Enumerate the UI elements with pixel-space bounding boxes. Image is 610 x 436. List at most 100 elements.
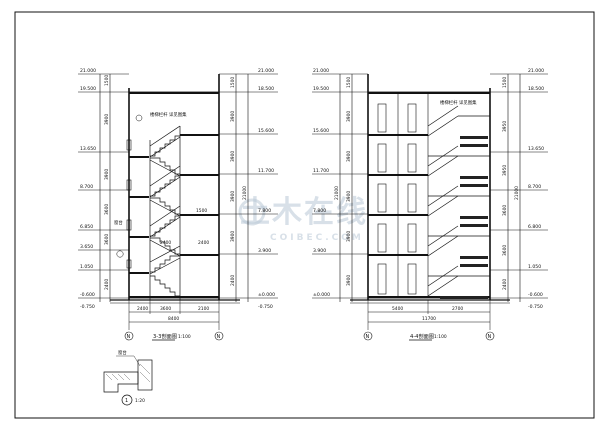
level-mark: 8.700	[528, 184, 541, 190]
level-mark: 3.650	[80, 244, 93, 250]
section-3-3: 21.000 19.500 13.650 8.700 6.850 3.650 1…	[78, 68, 278, 341]
section-a-stairs	[149, 125, 181, 300]
height-dim: 3900	[230, 191, 236, 202]
section-a-right-levels: 21.000 18.500 15.600 11.700 7.800 3.900 …	[258, 68, 275, 310]
section-b-right-heights: 1500 3950 3950 3600 3600 2400 21000	[502, 77, 520, 290]
section-b-stair-blocks	[440, 136, 488, 299]
section-a-building-outline	[128, 91, 220, 299]
height-dim: 3600	[502, 245, 508, 256]
detail-1: 窗台 1 1:20	[103, 349, 153, 406]
section-b-title: 4-4剖面图	[410, 332, 434, 340]
level-mark: 15.600	[313, 128, 329, 134]
section-a-left-heights: 3900 3900 3600 3600 2400 1500	[104, 75, 110, 290]
level-mark: 1.050	[80, 264, 93, 270]
section-b-scale: 1:100	[434, 334, 447, 340]
height-dim: 3900	[346, 231, 352, 242]
height-dim: 1500	[346, 77, 352, 88]
height-dim: 1500	[104, 75, 110, 86]
height-dim: 3950	[502, 121, 508, 132]
height-dim: 3900	[230, 231, 236, 242]
level-mark: 21.000	[80, 68, 96, 74]
total-width-dim: 8400	[168, 316, 179, 322]
height-dim: 3900	[104, 114, 110, 125]
axis-label: N	[488, 334, 492, 340]
section-a-right-heights: 1500 3900 3900 3900 3900 2400 21000	[230, 77, 248, 286]
height-dim: 3950	[502, 165, 508, 176]
height-dim: 3600	[502, 205, 508, 216]
height-dim: 3900	[230, 111, 236, 122]
height-dim: 3900	[346, 191, 352, 202]
bottom-dim: 2400	[137, 306, 148, 312]
axis-label: N	[217, 334, 221, 340]
level-mark: 21.000	[528, 68, 544, 74]
level-mark: 18.500	[258, 86, 274, 92]
section-4-4: 21.000 19.500 15.600 11.700 7.800 3.900 …	[312, 68, 548, 341]
level-mark: 8.700	[80, 184, 93, 190]
level-mark: 18.500	[528, 86, 544, 92]
height-dim: 3600	[104, 234, 110, 245]
height-dim: 3900	[230, 151, 236, 162]
total-width-dim: 11700	[422, 316, 436, 322]
level-mark: 19.500	[313, 86, 329, 92]
bottom-dim: 5400	[392, 306, 403, 312]
stair-rail-note: 楼梯栏杆 详见图集	[150, 111, 187, 118]
total-height-dim: 21000	[334, 186, 340, 200]
total-height-dim: 21000	[242, 186, 248, 200]
watermark-sub: COIBEC.COM	[270, 233, 364, 243]
section-a-left-levels: 21.000 19.500 13.650 8.700 6.850 3.650 1…	[80, 68, 96, 310]
detail-label: 窗台	[118, 349, 127, 356]
level-mark: 6.800	[528, 224, 541, 230]
height-dim: 3900	[346, 111, 352, 122]
section-b-right-levels: 21.000 18.500 13.650 8.700 6.800 1.050 -…	[528, 68, 544, 310]
level-mark: 7.800	[313, 208, 326, 214]
level-mark: -0.750	[258, 304, 273, 310]
level-mark: 11.700	[258, 168, 274, 174]
level-mark: -0.600	[80, 292, 95, 298]
level-mark: 6.850	[80, 224, 93, 230]
section-b-left-heights: 1500 3900 3900 3900 3900 3900 21000	[334, 77, 352, 286]
level-mark: -0.600	[528, 292, 543, 298]
level-mark: -0.750	[80, 304, 95, 310]
level-mark: 21.000	[313, 68, 329, 74]
sheet-border	[14, 11, 595, 419]
stair-rail-note: 楼梯栏杆 详见图集	[440, 99, 477, 106]
height-dim: 3600	[104, 204, 110, 215]
inner-dim: 2400	[198, 240, 209, 246]
inner-dim: 1500	[196, 208, 207, 214]
total-height-dim: 21000	[514, 186, 520, 200]
level-mark: 15.600	[258, 128, 274, 134]
height-dim: 3900	[104, 169, 110, 180]
section-b-stairs	[427, 105, 490, 297]
height-dim: 2400	[104, 279, 110, 290]
level-mark: -0.750	[528, 304, 543, 310]
level-mark: 1.050	[528, 264, 541, 270]
bottom-dim: 2100	[198, 306, 209, 312]
watermark-main: 土木在线	[240, 195, 368, 230]
height-dim: 3900	[346, 275, 352, 286]
level-mark: 7.800	[258, 208, 271, 214]
detail-scale: 1:20	[135, 398, 145, 404]
height-dim: 2400	[502, 279, 508, 290]
section-a-scale: 1:100	[178, 334, 191, 340]
level-mark: 13.650	[528, 146, 544, 152]
height-dim: 1500	[502, 77, 508, 88]
level-mark: 21.000	[258, 68, 274, 74]
height-dim: 3900	[346, 151, 352, 162]
level-mark: ±0.000	[313, 292, 330, 298]
detail-number: 1	[125, 398, 128, 404]
axis-label: N	[127, 334, 131, 340]
level-mark: 19.500	[80, 86, 96, 92]
level-mark: 3.900	[313, 248, 326, 254]
bottom-dim: 2700	[452, 306, 463, 312]
level-mark: 3.900	[258, 248, 271, 254]
level-mark: 13.650	[80, 146, 96, 152]
bottom-dim: 3600	[160, 306, 171, 312]
section-a-slabs	[129, 92, 219, 298]
level-mark: 11.700	[313, 168, 329, 174]
height-dim: 1500	[230, 77, 236, 88]
section-a-title: 3-3剖面图	[153, 332, 177, 340]
section-b-left-levels: 21.000 19.500 15.600 11.700 7.800 3.900 …	[313, 68, 330, 298]
section-b-doors	[377, 94, 429, 296]
